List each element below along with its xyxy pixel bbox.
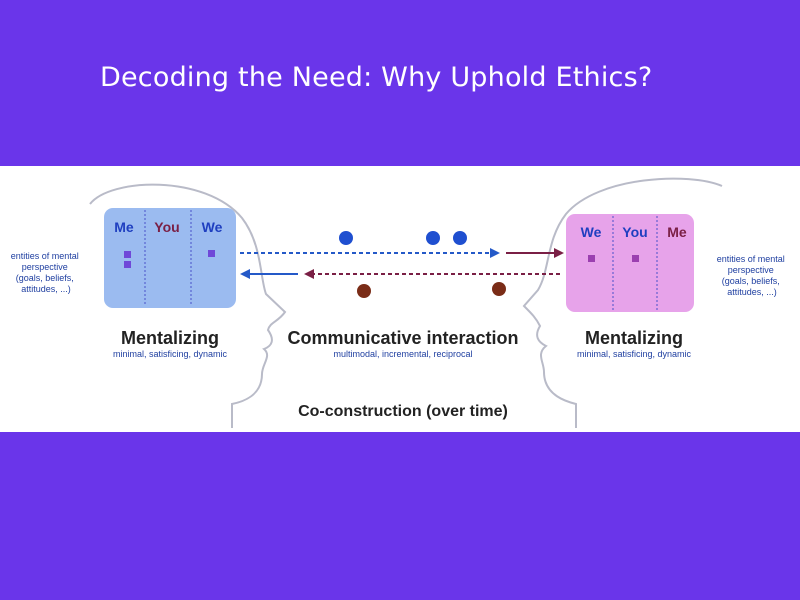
left-side-note-line: perspective — [22, 262, 68, 272]
right-box-label-we: We — [581, 224, 602, 240]
left-entity-marker — [208, 250, 215, 257]
left-side-note: entities of mental perspective (goals, b… — [11, 251, 82, 294]
brown-dot — [357, 284, 371, 298]
right-mentalizing-heading: Mentalizing — [585, 328, 683, 348]
left-side-note-line: attitudes, ...) — [21, 284, 71, 294]
left-mentalizing-subheading: minimal, satisficing, dynamic — [113, 349, 228, 359]
right-entity-marker — [632, 255, 639, 262]
page-title: Decoding the Need: Why Uphold Ethics? — [100, 62, 653, 93]
left-entity-marker — [124, 251, 131, 258]
left-side-note-line: (goals, beliefs, — [16, 273, 74, 283]
co-construction-footer: Co-construction (over time) — [298, 403, 508, 420]
center-heading: Communicative interaction — [287, 328, 518, 348]
left-box-label-me: Me — [114, 219, 134, 235]
blue-dot — [339, 231, 353, 245]
right-mentalizing-subheading: minimal, satisficing, dynamic — [577, 349, 692, 359]
brown-dot — [492, 282, 506, 296]
blue-dot — [426, 231, 440, 245]
left-box-label-we: We — [202, 219, 223, 235]
blue-dot — [453, 231, 467, 245]
right-head-outline — [522, 177, 723, 428]
left-box-label-you: You — [154, 219, 179, 235]
left-mentalizing-heading: Mentalizing — [121, 328, 219, 348]
left-perspective-box — [104, 208, 236, 308]
right-entity-marker — [588, 255, 595, 262]
center-subheading: multimodal, incremental, reciprocal — [333, 349, 472, 359]
left-side-note-line: entities of mental — [11, 251, 79, 261]
right-box-label-you: You — [622, 224, 647, 240]
right-side-note-line: perspective — [728, 265, 774, 275]
diagram-panel: Me You We We You Me entities of mental p… — [0, 166, 800, 432]
right-side-note-line: entities of mental — [717, 254, 785, 264]
right-perspective-box — [566, 214, 694, 312]
left-entity-marker — [124, 261, 131, 268]
diagram-svg: Me You We We You Me entities of mental p… — [11, 177, 788, 428]
right-side-note-line: attitudes, ...) — [727, 287, 777, 297]
right-box-label-me: Me — [667, 224, 687, 240]
left-head-outline — [89, 183, 287, 428]
right-side-note: entities of mental perspective (goals, b… — [717, 254, 788, 297]
right-side-note-line: (goals, beliefs, — [722, 276, 780, 286]
